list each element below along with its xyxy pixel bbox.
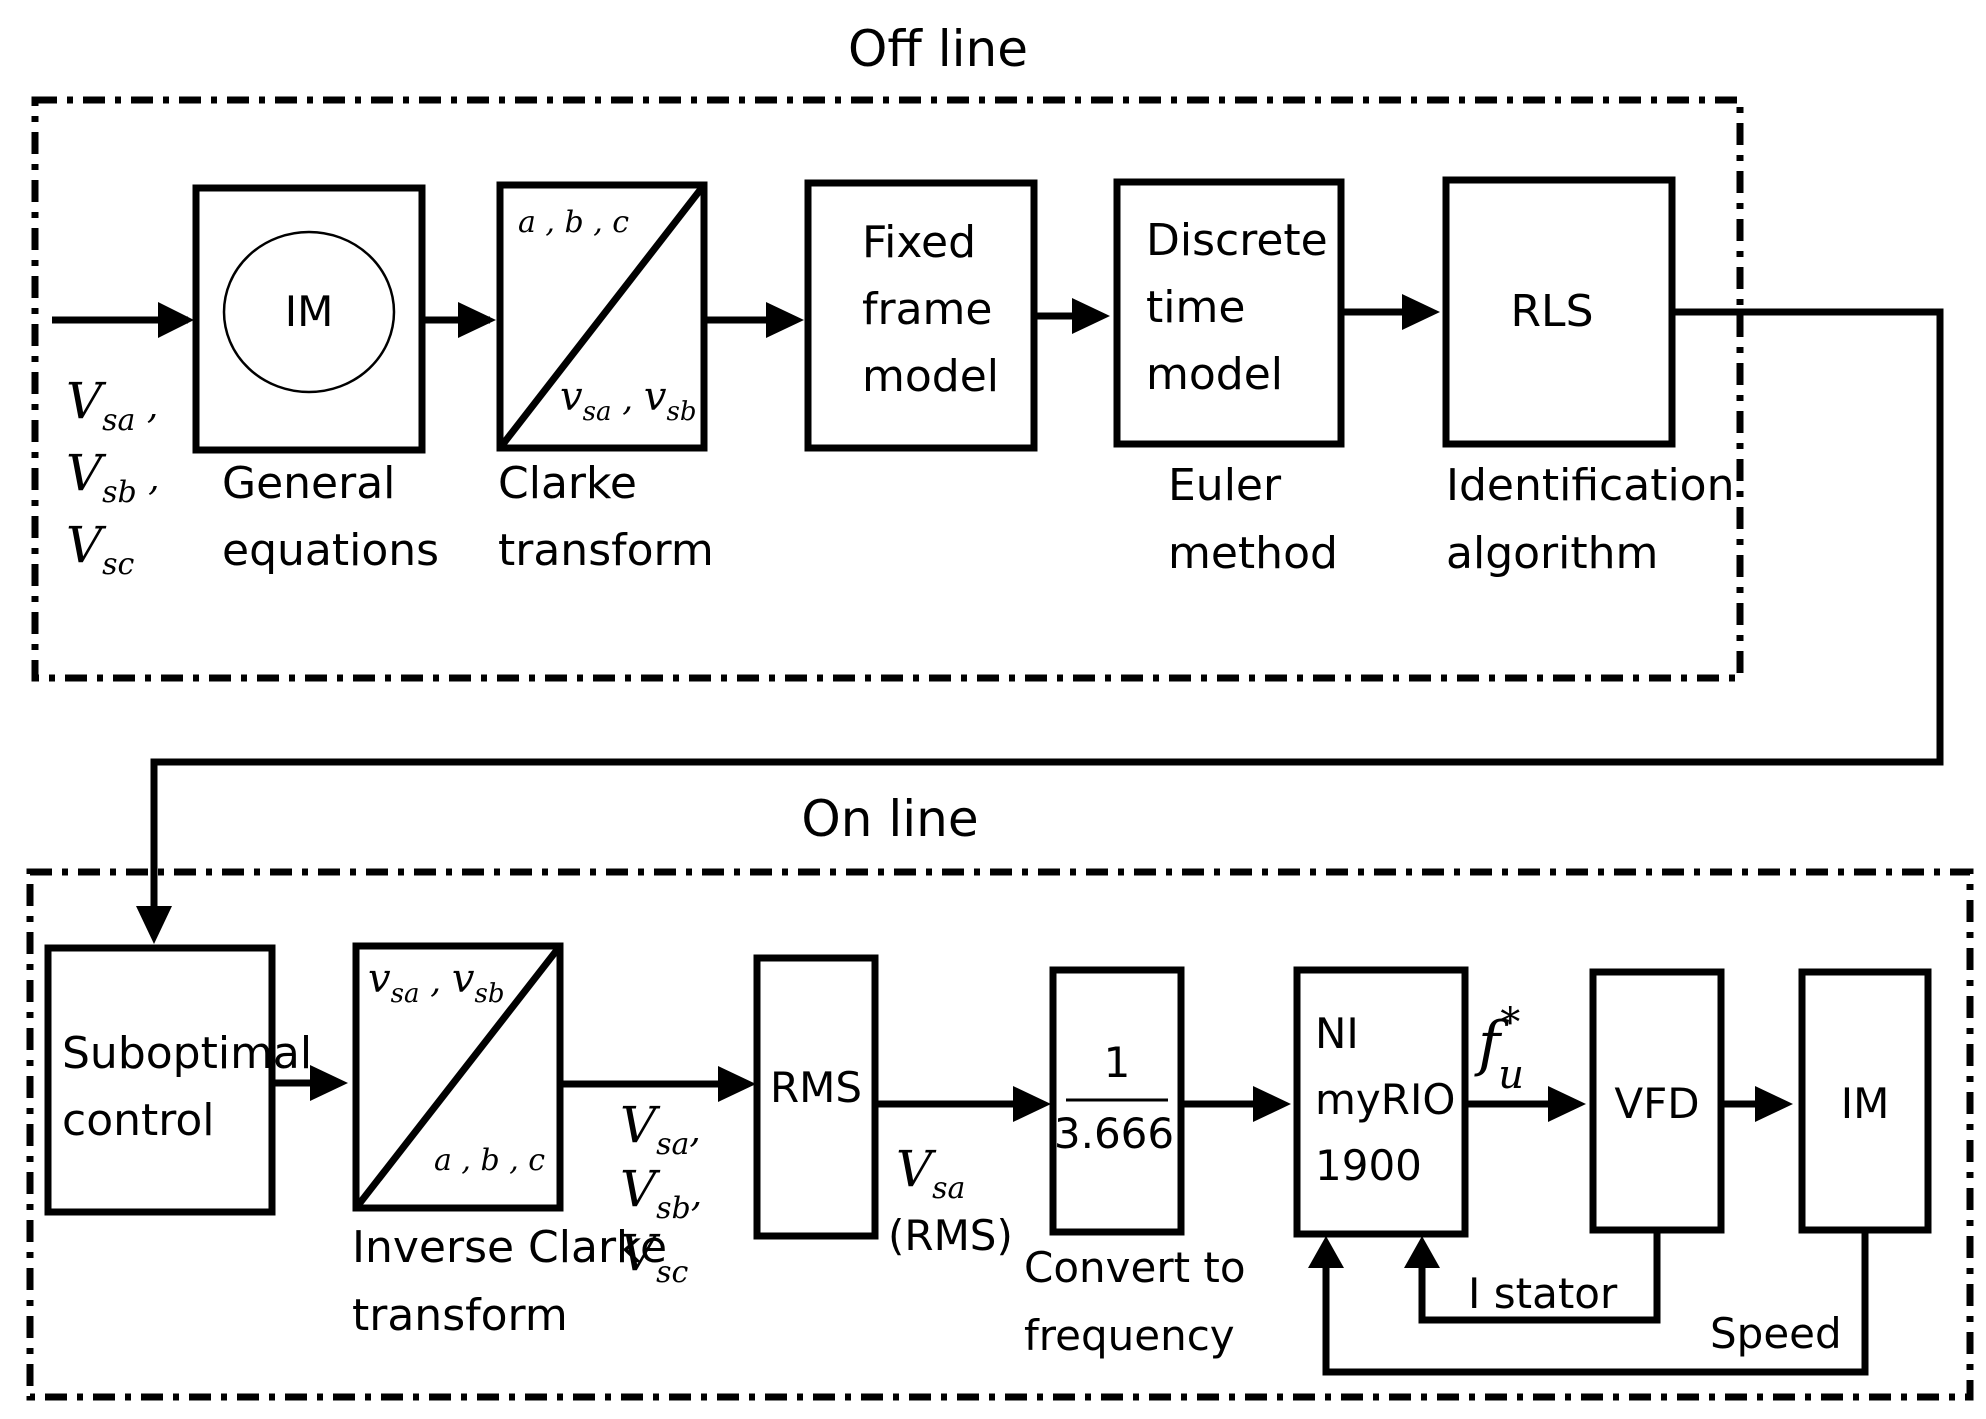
input-voltage-sc: Vsc bbox=[66, 516, 135, 582]
fixed-frame-label-1: Fixed bbox=[862, 217, 976, 268]
offline-im-label: IM bbox=[285, 287, 334, 336]
rls-label: RLS bbox=[1510, 286, 1593, 337]
online-dashed-boundary bbox=[26, 868, 1974, 1401]
convert-denominator: 3.666 bbox=[1054, 1109, 1174, 1158]
signal-voltage-sc: Vsc bbox=[620, 1224, 689, 1290]
myrio-label-2: myRIO bbox=[1315, 1075, 1455, 1124]
offline-input-voltages: Vsa , Vsb , Vsc bbox=[66, 372, 160, 582]
arrow-discrete-to-rls-head bbox=[1402, 294, 1440, 330]
discrete-time-model-block: Discrete time model bbox=[1113, 178, 1345, 448]
speed-feedback-label: Speed bbox=[1710, 1309, 1842, 1358]
motor-circle-icon bbox=[222, 230, 396, 394]
clarke-caption-1: Clarke bbox=[498, 458, 637, 509]
euler-caption-2: method bbox=[1168, 528, 1338, 579]
suboptimal-label-1: Suboptimal bbox=[62, 1028, 312, 1079]
abc-voltage-signal: Vsa, Vsb, Vsc bbox=[620, 1096, 702, 1290]
discrete-label-2: time bbox=[1146, 282, 1245, 333]
arrow-vfd-to-im-head bbox=[1755, 1086, 1793, 1122]
input-voltage-sb: Vsb , bbox=[66, 444, 160, 510]
clarke-diagonal bbox=[497, 182, 707, 451]
general-equations-caption-2: equations bbox=[222, 525, 439, 576]
stator-feedback-arrowhead bbox=[1404, 1236, 1440, 1268]
rls-block: RLS bbox=[1442, 176, 1676, 448]
fixed-frame-model-block: Fixed frame model bbox=[804, 179, 1038, 452]
offline-section-title: Off line bbox=[848, 20, 1028, 78]
general-equations-caption-1: General bbox=[222, 458, 395, 509]
arrow-fixed-to-discrete-head bbox=[1072, 298, 1110, 334]
speed-feedback-line bbox=[1322, 1230, 1869, 1376]
identification-caption-1: Identification bbox=[1446, 460, 1735, 511]
convert-numerator: 1 bbox=[1104, 1038, 1131, 1087]
rms-voltage-signal: Vsa bbox=[896, 1140, 965, 1206]
inverse-clarke-block: vsa , vsb a , b , c bbox=[352, 942, 564, 1212]
identification-caption-2: algorithm bbox=[1446, 528, 1658, 579]
online-im-label: IM bbox=[1841, 1079, 1890, 1128]
fixed-frame-label-3: model bbox=[862, 351, 999, 402]
convert-to-frequency-block: 1 3.666 bbox=[1049, 966, 1185, 1236]
arrow-myrio-to-vfd-head bbox=[1548, 1086, 1586, 1122]
clarke-transform-block: a , b , c vsa , vsb bbox=[496, 181, 708, 452]
vfd-label: VFD bbox=[1614, 1079, 1699, 1128]
speed-feedback-arrowhead bbox=[1308, 1236, 1344, 1268]
suboptimal-control-block: Suboptimal control bbox=[44, 944, 312, 1216]
arrow-convert-to-myrio-head bbox=[1253, 1086, 1291, 1122]
rms-voltage-note: (RMS) bbox=[888, 1211, 1013, 1260]
inverse-clarke-top-label: vsa , vsb bbox=[368, 956, 505, 1009]
offline-input-arrowhead bbox=[158, 302, 194, 338]
online-im-block: IM bbox=[1798, 968, 1932, 1234]
ni-myrio-block: NI myRIO 1900 bbox=[1293, 966, 1469, 1238]
inverse-clarke-caption-1: Inverse Clarke bbox=[352, 1222, 667, 1273]
offline-dashed-boundary bbox=[31, 96, 1744, 682]
fixed-frame-label-2: frame bbox=[862, 284, 992, 335]
convert-caption-1: Convert to bbox=[1024, 1243, 1246, 1292]
connector-rls-to-suboptimal-head bbox=[136, 906, 172, 944]
clarke-top-label: a , b , c bbox=[518, 205, 629, 240]
rms-block: RMS bbox=[753, 954, 879, 1240]
clarke-caption-2: transform bbox=[498, 525, 714, 576]
arrow-suboptimal-to-inverse-head bbox=[310, 1065, 348, 1101]
discrete-label-1: Discrete bbox=[1146, 215, 1328, 266]
inverse-clarke-diagonal bbox=[353, 943, 563, 1211]
inverse-clarke-caption-2: transform bbox=[352, 1290, 568, 1341]
connector-rls-to-suboptimal bbox=[150, 308, 1944, 930]
myrio-label-3: 1900 bbox=[1315, 1141, 1422, 1190]
arrow-rms-to-convert-head bbox=[1013, 1086, 1051, 1122]
input-voltage-sa: Vsa , bbox=[66, 372, 158, 438]
myrio-label-1: NI bbox=[1315, 1009, 1359, 1058]
rms-label: RMS bbox=[770, 1063, 862, 1112]
clarke-bottom-label: vsa , vsb bbox=[560, 374, 697, 427]
arrow-im-to-clarke-head bbox=[458, 302, 496, 338]
signal-voltage-sb: Vsb, bbox=[620, 1160, 702, 1226]
offline-im-block: IM bbox=[192, 184, 426, 454]
online-section-title: On line bbox=[801, 790, 978, 848]
frequency-reference-signal: f*u bbox=[1474, 1000, 1524, 1098]
arrow-inverse-to-rms-head bbox=[718, 1066, 756, 1102]
stator-feedback-label: I stator bbox=[1468, 1269, 1618, 1318]
vfd-block: VFD bbox=[1589, 968, 1725, 1234]
inverse-clarke-bottom-label: a , b , c bbox=[434, 1143, 545, 1178]
euler-caption-1: Euler bbox=[1168, 460, 1282, 511]
arrow-clarke-to-fixed-head bbox=[766, 302, 804, 338]
signal-voltage-sa: Vsa, bbox=[620, 1096, 701, 1162]
convert-caption-2: frequency bbox=[1024, 1311, 1235, 1360]
stator-feedback-line bbox=[1418, 1230, 1661, 1324]
discrete-label-3: model bbox=[1146, 349, 1283, 400]
suboptimal-label-2: control bbox=[62, 1095, 215, 1146]
